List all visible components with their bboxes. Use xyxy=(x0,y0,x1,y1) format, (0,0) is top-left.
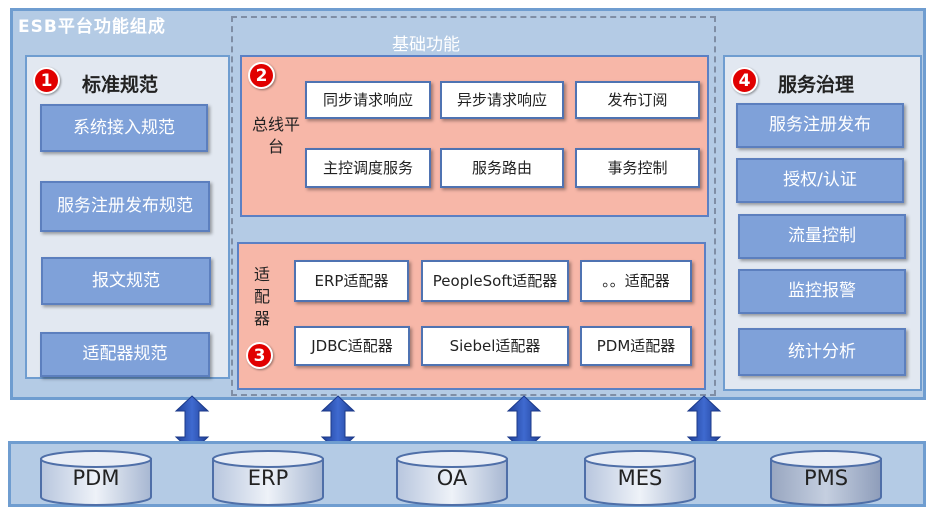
governance-heading: 服务治理 xyxy=(778,74,855,96)
adapters-label-text: 适配器 xyxy=(253,265,270,328)
system-database-erp: ERP xyxy=(212,450,324,506)
standards-item: 报文规范 xyxy=(41,257,211,305)
database-cap xyxy=(584,450,696,468)
adapter-item: 。。适配器 xyxy=(580,260,692,302)
bus-item: 主控调度服务 xyxy=(305,148,431,188)
standards-heading: 标准规范 xyxy=(82,74,159,96)
system-label: OA xyxy=(437,466,468,490)
database-icon xyxy=(584,458,696,506)
database-icon xyxy=(212,458,324,506)
bus-platform-badge: 2 xyxy=(248,62,275,89)
system-database-oa: OA xyxy=(396,450,508,506)
bus-item: 异步请求响应 xyxy=(440,81,564,119)
governance-item: 统计分析 xyxy=(738,328,906,376)
bus-platform-label: 总线平台 xyxy=(252,114,300,158)
system-database-pms: PMS xyxy=(770,450,882,506)
basic-functions-label: 基础功能 xyxy=(392,35,460,55)
bus-item: 发布订阅 xyxy=(575,81,700,119)
bus-item: 同步请求响应 xyxy=(305,81,431,119)
system-label: PMS xyxy=(804,466,848,490)
standards-item: 服务注册发布规范 xyxy=(40,181,210,232)
governance-item: 监控报警 xyxy=(738,269,906,314)
bus-platform-label-text: 总线平台 xyxy=(252,115,301,156)
bus-item: 服务路由 xyxy=(440,148,564,188)
database-cap xyxy=(396,450,508,468)
database-icon xyxy=(396,458,508,506)
adapters-label: 适配器 xyxy=(250,264,274,330)
bus-item: 事务控制 xyxy=(575,148,700,188)
governance-item: 授权/认证 xyxy=(736,158,904,203)
standards-item: 适配器规范 xyxy=(40,332,210,377)
database-icon xyxy=(770,458,882,506)
basic-functions-region xyxy=(231,16,716,396)
adapter-item: JDBC适配器 xyxy=(294,326,410,366)
system-database-mes: MES xyxy=(584,450,696,506)
system-label: PDM xyxy=(73,466,120,490)
database-cap xyxy=(770,450,882,468)
page-title: ESB平台功能组成 xyxy=(18,17,166,37)
database-icon xyxy=(40,458,152,506)
adapter-item: PeopleSoft适配器 xyxy=(421,260,569,302)
governance-badge: 4 xyxy=(731,67,758,94)
database-cap xyxy=(40,450,152,468)
governance-item: 服务注册发布 xyxy=(736,103,904,148)
adapter-item: ERP适配器 xyxy=(294,260,409,302)
standards-item: 系统接入规范 xyxy=(40,104,208,152)
governance-item: 流量控制 xyxy=(738,214,906,259)
system-label: MES xyxy=(618,466,663,490)
adapter-item: Siebel适配器 xyxy=(421,326,569,366)
standards-badge: 1 xyxy=(33,67,60,94)
database-cap xyxy=(212,450,324,468)
system-label: ERP xyxy=(248,466,289,490)
adapter-item: PDM适配器 xyxy=(580,326,692,366)
system-database-pdm: PDM xyxy=(40,450,152,506)
adapters-badge: 3 xyxy=(246,342,273,369)
